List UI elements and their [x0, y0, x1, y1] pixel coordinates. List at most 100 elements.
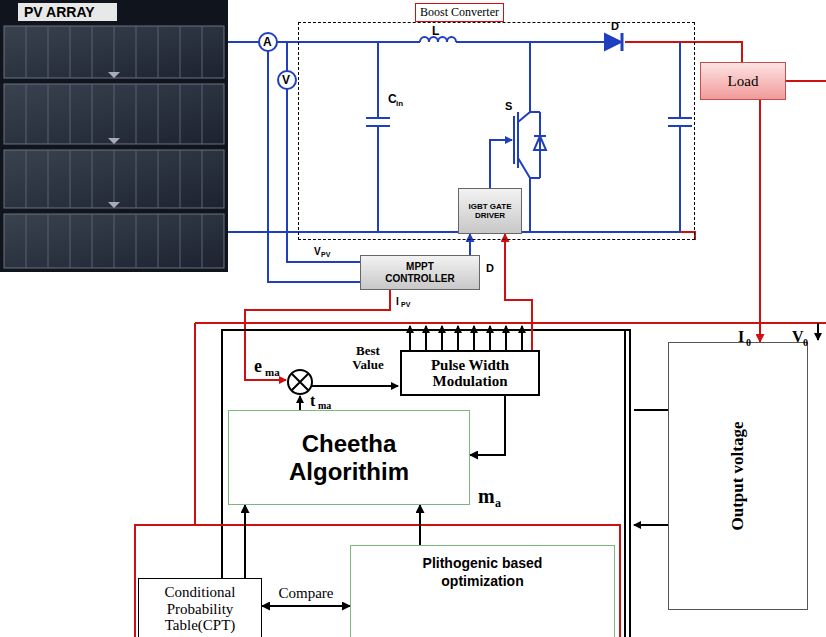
drawing-stroke [26, 26, 202, 268]
signal-label: PV [321, 251, 330, 258]
drawing-stroke [26, 214, 27, 268]
signal-label: in [396, 99, 403, 108]
drawing-stroke [312, 385, 398, 387]
drawing-stroke [70, 84, 71, 144]
drawing-stroke [136, 84, 137, 144]
connector [505, 234, 532, 350]
drawing-stroke [530, 112, 540, 178]
drawing-stroke [92, 150, 93, 208]
optimization-box: Plithogenic based optimization [350, 545, 615, 637]
signal-label: e [254, 356, 262, 377]
drawing-stroke [202, 150, 203, 208]
drawing-stroke [259, 33, 277, 51]
connector [469, 234, 471, 255]
drawing-stroke [4, 150, 224, 208]
pv-array: PV ARRAY [0, 0, 228, 272]
signal-label: C [388, 92, 397, 106]
drawing-stroke [366, 42, 390, 232]
drawing-stroke [513, 116, 515, 164]
drawing-stroke [48, 214, 49, 268]
node-text: Pulse Width Modulation [410, 357, 530, 390]
drawing-stroke [158, 214, 159, 268]
drawing-stroke [180, 84, 181, 144]
drawing-stroke [268, 51, 360, 282]
drawing-stroke [92, 26, 93, 78]
drawing-stroke [26, 150, 27, 208]
node-text: Load [728, 73, 759, 90]
node-text: IGBT GATE DRIVER [467, 202, 513, 220]
drawing-stroke [680, 232, 695, 240]
algorithm-box: Cheetha Algorithim [228, 410, 470, 505]
edge-label: Compare [277, 585, 336, 602]
drawing-stroke [668, 42, 692, 232]
drawing-stroke [195, 322, 826, 324]
signal-label: L [432, 24, 439, 38]
drawing-stroke [534, 112, 546, 178]
drawing-stroke [625, 42, 742, 62]
drawing-stroke [108, 72, 120, 208]
drawing-stroke [4, 214, 224, 268]
drawing-stroke [473, 326, 475, 350]
drawing-stroke [26, 26, 27, 78]
drawing-stroke [136, 26, 137, 78]
node-text: Boost Converter [415, 3, 504, 22]
drawing-stroke [4, 84, 224, 144]
drawing-stroke [48, 84, 49, 144]
drawing-stroke [92, 84, 93, 144]
drawing-stroke [292, 374, 308, 390]
drawing-stroke [489, 326, 491, 350]
drawing-stroke [180, 214, 181, 268]
connector [419, 505, 421, 545]
signal-label: ma [318, 400, 331, 411]
signal-label: A [263, 35, 272, 49]
drawing-stroke [194, 323, 196, 525]
signal-label: I [396, 296, 399, 307]
node-text: Conditional Probability Table(CPT) [142, 584, 258, 634]
drawing-stroke [278, 71, 296, 89]
node-text: Cheetha Algorithim [269, 430, 429, 485]
signal-label: PV [401, 301, 410, 308]
drawing-stroke [621, 33, 624, 51]
drawing-stroke [228, 41, 605, 43]
node-text: PV ARRAY [18, 3, 117, 21]
connector [244, 505, 246, 578]
drawing-stroke [70, 150, 71, 208]
drawing-stroke [158, 84, 159, 144]
drawing-stroke [457, 326, 459, 350]
mppt-controller: MPPT CONTROLLER [360, 255, 480, 290]
signal-label: D [611, 20, 619, 32]
control-block [135, 326, 668, 637]
signal-label: t [310, 392, 315, 410]
drawing-stroke [92, 214, 93, 268]
drawing-stroke [136, 214, 137, 268]
node-text: Output voltage [728, 421, 748, 530]
drawing-stroke [786, 80, 826, 82]
signal-label: V [792, 328, 804, 346]
drawing-stroke [70, 26, 71, 78]
drawing-stroke [425, 326, 427, 350]
signal-label: D [486, 262, 494, 274]
drawing-stroke [0, 0, 228, 272]
drawing-stroke [158, 150, 159, 208]
signal-label: Best Value [340, 344, 396, 373]
cpt-box: Conditional Probability Table(CPT) [138, 578, 262, 637]
drawing-stroke [114, 26, 115, 78]
drawing-stroke [70, 214, 71, 268]
drawing-stroke [202, 84, 203, 144]
drawing-stroke [158, 26, 159, 78]
pv-panels [0, 0, 228, 272]
signal-label: a [495, 496, 501, 511]
gate-driver: IGBT GATE DRIVER [458, 188, 522, 234]
drawing-stroke [288, 370, 312, 394]
node-text: Plithogenic based optimization [398, 554, 568, 590]
drawing-stroke [634, 410, 668, 525]
pwm-box: Pulse Width Modulation [400, 350, 540, 396]
signal-label: V [314, 246, 321, 257]
drawing-stroke [180, 26, 181, 78]
drawing-stroke [114, 150, 115, 208]
drawing-stroke [441, 326, 443, 350]
drawing-stroke [136, 150, 137, 208]
drawing-stroke [817, 323, 819, 340]
drawing-stroke [228, 231, 680, 233]
signal-label: 0 [803, 337, 808, 348]
